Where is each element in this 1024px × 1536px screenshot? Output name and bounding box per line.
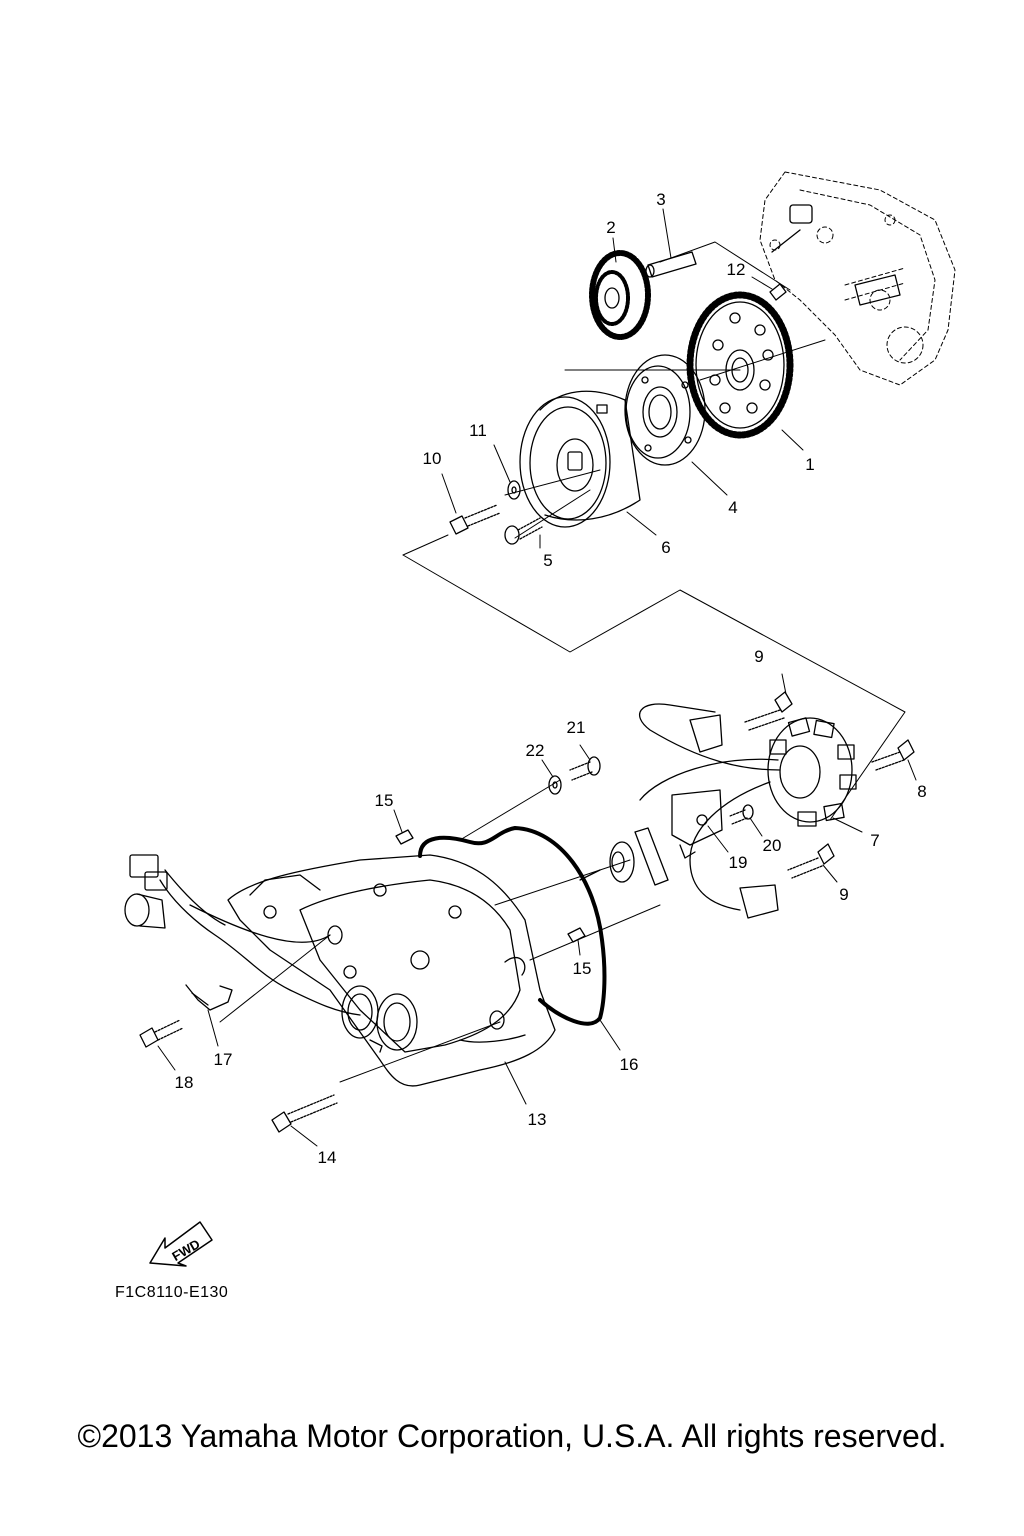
wire-harness — [159, 869, 361, 1016]
callout-21: 21 — [567, 718, 586, 737]
callout-15b: 15 — [573, 959, 592, 978]
dowel-pin-top — [395, 829, 414, 845]
callout-19: 19 — [729, 853, 748, 872]
callout-17: 17 — [214, 1050, 233, 1069]
callout-12: 12 — [727, 260, 746, 279]
callout-2: 2 — [606, 218, 615, 237]
pickup-coil — [671, 789, 723, 859]
callout-10: 10 — [423, 449, 442, 468]
crankcase-cover — [227, 854, 556, 1087]
callout-14: 14 — [318, 1148, 337, 1167]
callout-15a: 15 — [375, 791, 394, 810]
alignment-lines — [219, 241, 906, 1083]
callout-7: 7 — [870, 831, 879, 850]
engine-shafts — [771, 204, 901, 306]
stator-bolt-bottom — [787, 843, 835, 879]
callout-3: 3 — [656, 190, 665, 209]
flywheel-bolt — [449, 504, 501, 535]
socket-bolt — [504, 517, 543, 545]
callout-18: 18 — [175, 1073, 194, 1092]
starter-clutch — [624, 354, 706, 466]
callout-16: 16 — [620, 1055, 639, 1074]
callout-13: 13 — [528, 1110, 547, 1129]
stator-bolt-right — [871, 739, 915, 771]
idler-shaft — [645, 251, 697, 278]
plug-washer — [548, 775, 562, 795]
connector-upper — [129, 854, 168, 891]
clamp-bolt — [139, 1019, 184, 1048]
wire-grommet — [579, 827, 669, 886]
woodruff-key — [769, 283, 787, 301]
stator-wiring — [638, 703, 781, 919]
idler-gear — [589, 250, 651, 340]
copyright-notice: ©2013 Yamaha Motor Corporation, U.S.A. A… — [77, 1418, 947, 1454]
flywheel-rotor — [519, 390, 641, 528]
washer — [507, 480, 521, 500]
callout-11: 11 — [469, 421, 487, 440]
callout-8: 8 — [917, 782, 926, 801]
callout-1: 1 — [805, 455, 814, 474]
pickup-screw — [729, 804, 754, 825]
cover-gasket — [418, 826, 607, 1026]
stator-bolt-top — [744, 691, 793, 731]
diagram-part-code: F1C8110-E130 — [115, 1284, 229, 1301]
cover-bolt — [271, 1094, 338, 1133]
callout-20: 20 — [763, 836, 782, 855]
stator — [767, 717, 857, 827]
callout-leaders — [157, 208, 917, 1147]
callout-6: 6 — [661, 538, 670, 557]
callout-9b: 9 — [839, 885, 848, 904]
callout-9a: 9 — [754, 647, 763, 666]
callout-22: 22 — [526, 741, 545, 760]
plug-bolt — [569, 756, 601, 781]
connector-lower — [124, 893, 166, 929]
callout-5: 5 — [543, 551, 552, 570]
dowel-pin-lower — [567, 927, 586, 943]
wire-clamp — [185, 984, 233, 1011]
starter-gear — [686, 291, 794, 439]
fwd-arrow-icon: FWD — [149, 1221, 213, 1267]
callout-4: 4 — [728, 498, 737, 517]
